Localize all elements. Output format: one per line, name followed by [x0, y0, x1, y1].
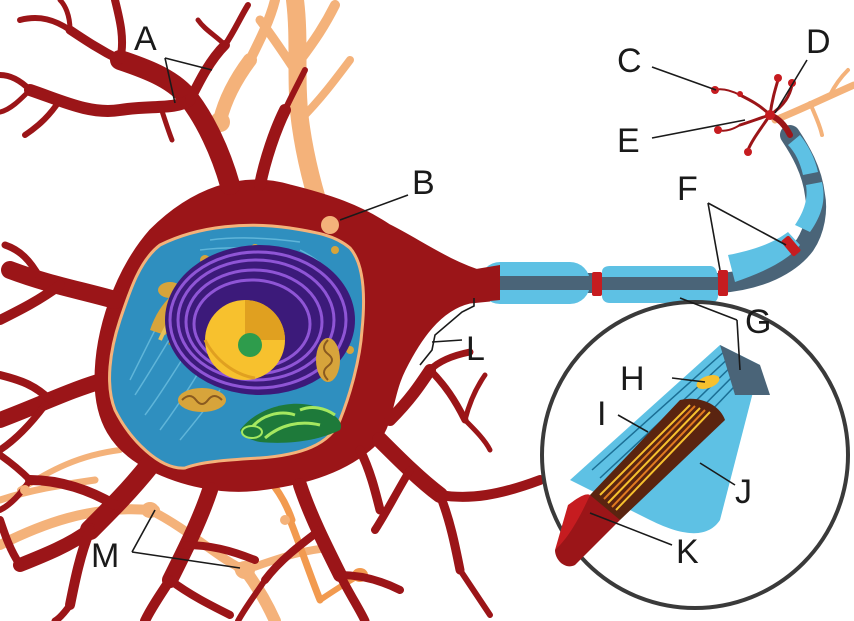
label-c: C: [617, 42, 642, 80]
smooth-er: [240, 403, 341, 443]
postsynaptic-dendrite-right: [771, 68, 854, 137]
label-f: F: [677, 170, 698, 208]
axon: [470, 125, 827, 304]
label-m: M: [91, 537, 119, 575]
label-d: D: [806, 23, 831, 61]
label-h: H: [620, 360, 645, 398]
nucleus-rough-er: [165, 245, 355, 395]
axon-terminal-buttons: [711, 74, 796, 156]
diagram-labels: A B C D E F G H I J K L M: [91, 20, 831, 575]
label-l: L: [466, 330, 485, 368]
label-i: I: [597, 395, 606, 433]
label-a: A: [134, 20, 157, 58]
synaptic-knobs: [20, 216, 339, 574]
label-e: E: [617, 122, 640, 160]
label-b: B: [412, 164, 435, 202]
label-g: G: [745, 303, 771, 341]
axon-cross-section-inset: [540, 300, 850, 610]
label-j: J: [735, 473, 752, 511]
leader-lines: [131, 57, 808, 569]
mitochondria: [178, 338, 340, 412]
label-k: K: [676, 533, 699, 571]
